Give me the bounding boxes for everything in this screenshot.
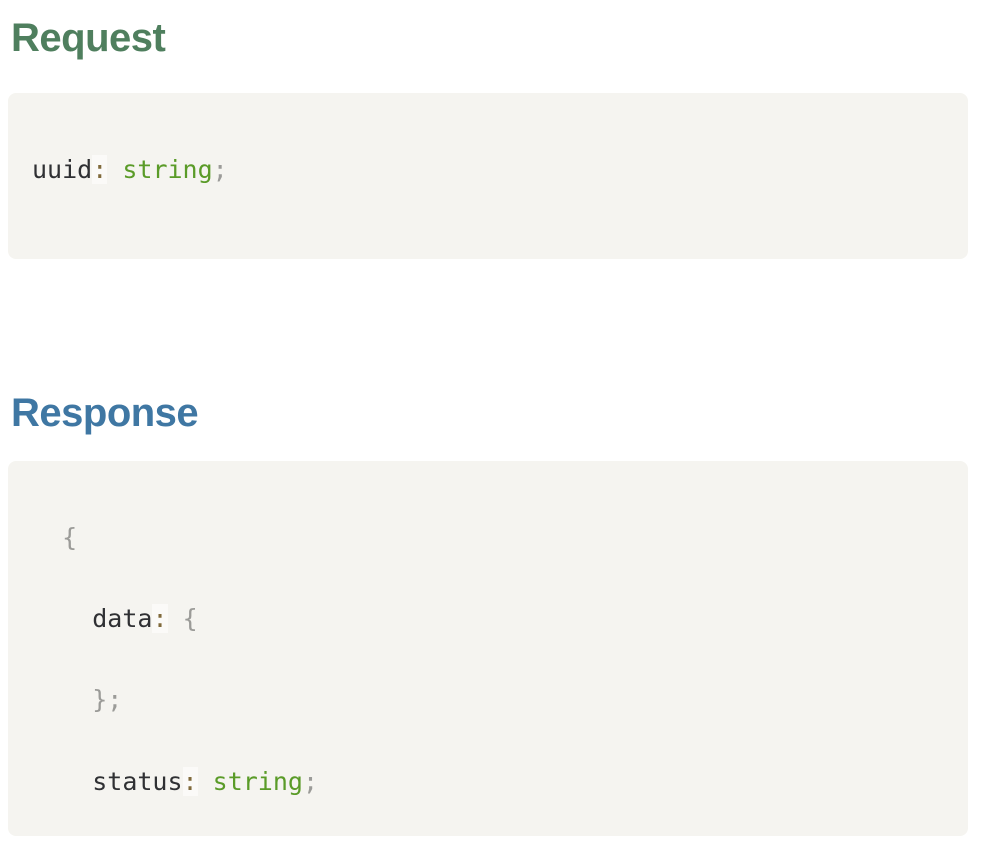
page-title-request: Request (11, 16, 166, 60)
code-token-plain (32, 685, 92, 714)
page-title-response: Response (11, 391, 199, 435)
code-line: data: { (32, 599, 944, 640)
code-token-type: string (122, 155, 213, 184)
code-token-punct: ; (212, 155, 228, 184)
code-token-plain (32, 767, 92, 796)
code-token-type: string (212, 766, 303, 796)
code-token-punct: ; (302, 766, 319, 796)
response-code[interactable]: { data: { }; status: string; status_code… (32, 518, 944, 836)
code-token-colon: : (92, 155, 108, 184)
code-line: { (32, 518, 944, 559)
code-token-punct: }; (92, 685, 123, 715)
request-code-block: uuid: string; (8, 93, 968, 259)
code-token-prop: uuid (32, 155, 93, 184)
code-token-plain (107, 155, 122, 184)
request-code[interactable]: uuid: string; (32, 150, 944, 191)
code-token-prop: status (92, 766, 183, 796)
code-token-colon: : (182, 766, 198, 796)
code-token-punct: { (182, 604, 198, 634)
code-token-plain (198, 767, 213, 796)
code-token-colon: : (152, 604, 168, 634)
code-token-prop: data (92, 604, 153, 634)
code-token-plain (168, 604, 183, 633)
code-line: status: string; (32, 762, 944, 803)
code-token-punct: { (62, 523, 78, 552)
code-line: }; (32, 680, 944, 721)
code-token-plain (32, 604, 92, 633)
response-code-block: { data: { }; status: string; status_code… (8, 461, 968, 836)
code-token-plain (32, 523, 62, 552)
code-line: uuid: string; (32, 150, 944, 191)
